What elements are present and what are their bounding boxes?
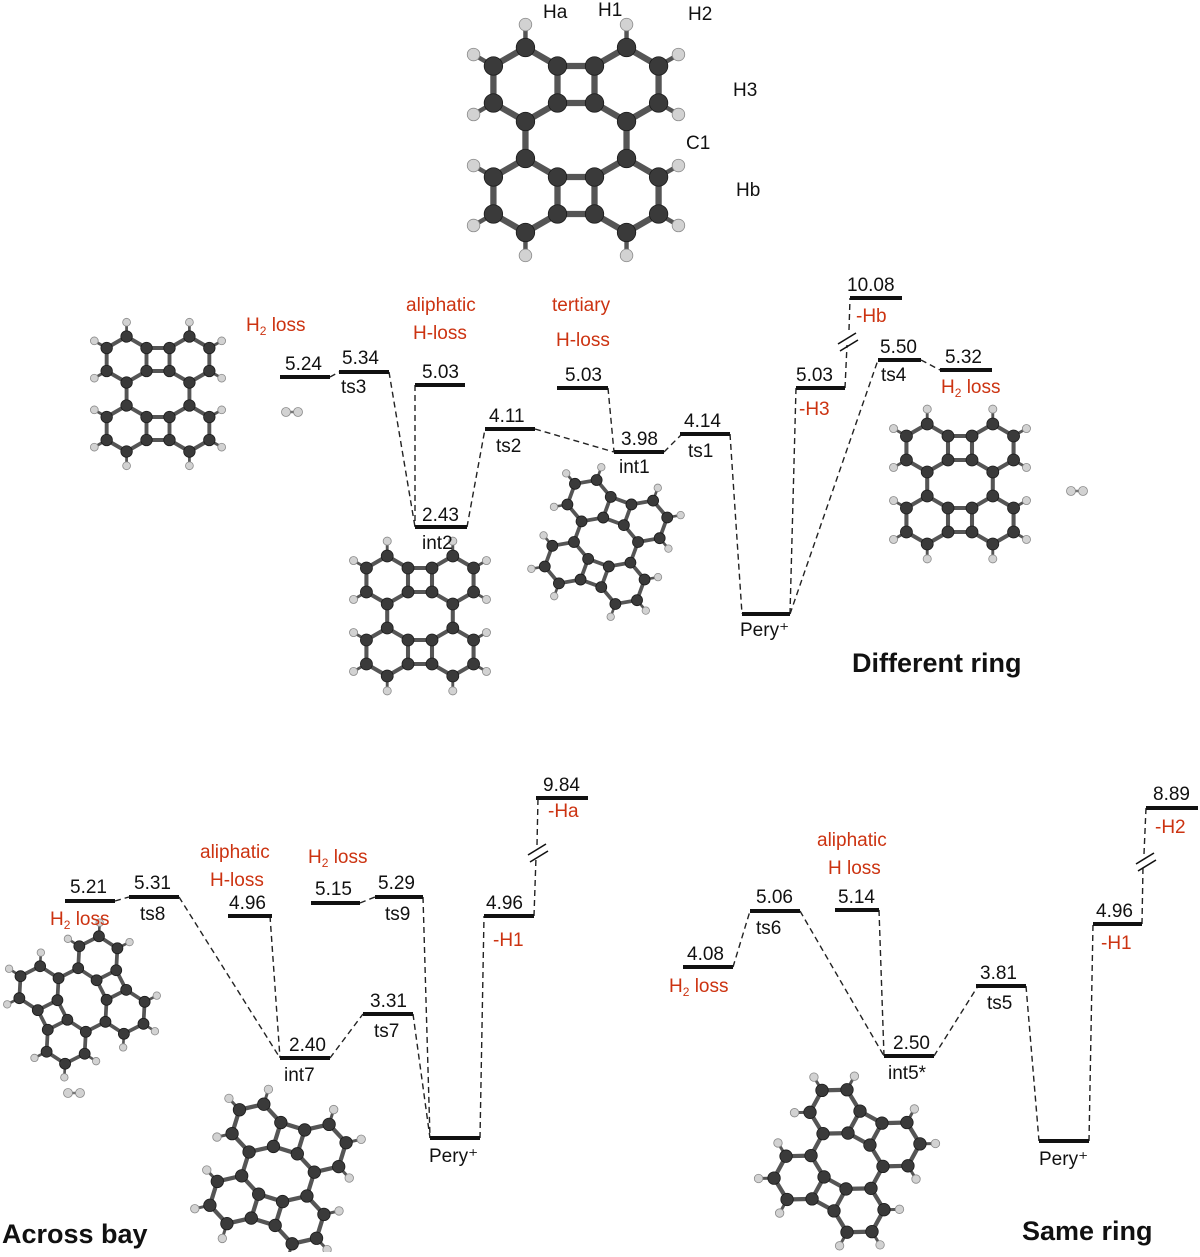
annotation-minus-hb: -Hb xyxy=(856,306,887,327)
label-pery: Pery⁺ xyxy=(740,620,789,641)
h2-molecule-left xyxy=(282,408,303,417)
label-pery: Pery⁺ xyxy=(1039,1149,1088,1170)
atom-label-h3: H3 xyxy=(733,80,757,101)
value-9-84: 9.84 xyxy=(543,775,580,796)
label-int7: int7 xyxy=(284,1065,315,1086)
value-5-06: 5.06 xyxy=(756,887,793,908)
panel-same-ring: 4.08 5.06 5.14 2.50 3.81 4.96 8.89 ts6 i… xyxy=(669,784,1198,1246)
value-4-11: 4.11 xyxy=(489,406,525,427)
atom-label-c1: C1 xyxy=(686,133,710,154)
value-3-98: 3.98 xyxy=(621,429,658,450)
label-ts1: ts1 xyxy=(688,441,713,462)
value-4-96-c: 4.96 xyxy=(1096,901,1133,922)
annotation-tertiary: tertiary xyxy=(552,295,611,316)
annotation-minus-h2: -H2 xyxy=(1155,817,1186,838)
value-5-50: 5.50 xyxy=(880,337,917,358)
value-3-31: 3.31 xyxy=(370,991,407,1012)
perylene-molecule-across-bay-left xyxy=(3,919,160,1081)
value-5-29: 5.29 xyxy=(378,873,415,894)
annotation-h2-loss-2: H2 loss xyxy=(308,847,368,870)
annotation-h2-loss-2: H2 loss xyxy=(941,377,1001,400)
value-4-96-b: 4.96 xyxy=(486,893,523,914)
h2-molecule-across-bay xyxy=(64,1089,85,1098)
annotation-h2-loss: H2 loss xyxy=(50,909,110,932)
label-ts6: ts6 xyxy=(756,918,781,939)
annotation-aliphatic: aliphatic xyxy=(817,830,887,851)
atom-label-h1: H1 xyxy=(598,0,622,21)
value-10-08: 10.08 xyxy=(847,275,895,296)
perylene-molecule-int1 xyxy=(528,463,685,620)
value-2-40: 2.40 xyxy=(289,1035,326,1056)
value-4-14: 4.14 xyxy=(684,411,721,432)
atom-label-h2: H2 xyxy=(688,4,712,25)
label-ts5: ts5 xyxy=(987,993,1012,1014)
value-5-24: 5.24 xyxy=(285,354,322,375)
label-ts4: ts4 xyxy=(881,365,907,386)
value-5-03-b: 5.03 xyxy=(565,365,602,386)
panel-title-same-ring: Same ring xyxy=(1022,1216,1153,1246)
label-int1: int1 xyxy=(619,457,650,478)
annotation-h2-loss: H2 loss xyxy=(246,315,306,338)
label-int5: int5* xyxy=(888,1063,927,1084)
value-5-03-a: 5.03 xyxy=(422,362,459,383)
annotation-h-loss: H loss xyxy=(828,858,881,879)
annotation-h-loss: H-loss xyxy=(210,870,264,891)
connectors xyxy=(733,808,1156,1141)
annotation-h-loss: H-loss xyxy=(413,323,467,344)
annotation-aliphatic: aliphatic xyxy=(200,842,270,863)
value-2-43: 2.43 xyxy=(422,505,459,526)
value-5-03-c: 5.03 xyxy=(796,365,833,386)
label-ts7: ts7 xyxy=(374,1021,399,1042)
panel-title-different-ring: Different ring xyxy=(852,648,1022,678)
panel-across-bay: 5.21 5.31 4.96 2.40 3.31 5.15 5.29 4.96 … xyxy=(2,775,588,1249)
perylene-molecule-different-ring-right xyxy=(889,405,1030,563)
label-ts2: ts2 xyxy=(496,436,521,457)
label-int2: int2 xyxy=(422,533,453,554)
value-5-32: 5.32 xyxy=(945,347,982,368)
annotation-aliphatic: aliphatic xyxy=(406,295,476,316)
annotation-minus-h1: -H1 xyxy=(1101,933,1132,954)
label-ts9: ts9 xyxy=(385,904,410,925)
annotation-minus-ha: -Ha xyxy=(548,801,579,822)
value-8-89: 8.89 xyxy=(1153,784,1190,805)
label-pery: Pery⁺ xyxy=(429,1146,478,1167)
value-5-31: 5.31 xyxy=(134,873,171,894)
value-2-50: 2.50 xyxy=(893,1033,930,1054)
value-3-81: 3.81 xyxy=(980,963,1017,984)
perylene-molecule-top xyxy=(467,18,684,261)
label-ts8: ts8 xyxy=(140,904,165,925)
value-5-34: 5.34 xyxy=(342,348,379,369)
h2-molecule-right xyxy=(1067,487,1088,496)
perylene-molecule-different-ring-left xyxy=(90,318,225,469)
perylene-molecule-int2 xyxy=(349,537,490,695)
annotation-minus-h1: -H1 xyxy=(493,930,524,951)
label-ts3: ts3 xyxy=(341,377,366,398)
value-4-96-a: 4.96 xyxy=(229,893,266,914)
value-5-21: 5.21 xyxy=(70,877,107,898)
value-4-08: 4.08 xyxy=(687,944,724,965)
atom-label-ha: Ha xyxy=(543,2,568,23)
panel-different-ring: 5.24 5.34 5.03 2.43 4.11 5.03 3.98 4.14 … xyxy=(246,275,1022,678)
panel-title-across-bay: Across bay xyxy=(2,1219,148,1249)
annotation-h2-loss: H2 loss xyxy=(669,976,729,999)
atom-label-hb: Hb xyxy=(736,180,760,201)
value-5-15: 5.15 xyxy=(315,879,352,900)
annotation-minus-h3: -H3 xyxy=(799,399,830,420)
perylene-molecule-int7 xyxy=(191,1085,366,1252)
perylene-molecule-int5 xyxy=(754,1072,939,1250)
value-5-14: 5.14 xyxy=(838,887,875,908)
annotation-h-loss-2: H-loss xyxy=(556,330,610,351)
